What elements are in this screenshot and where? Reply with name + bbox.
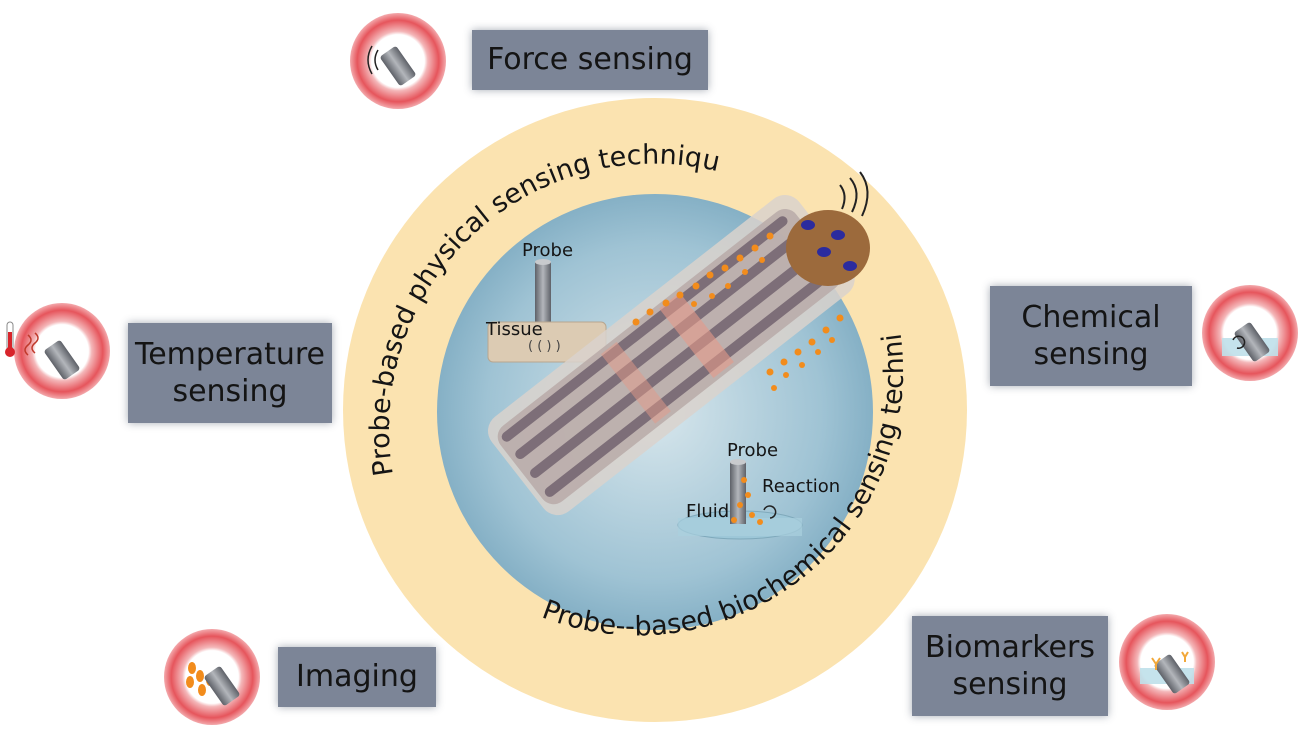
tip-hole [831, 230, 845, 240]
main-probe [488, 194, 855, 516]
tip-hole [843, 261, 857, 271]
antibody-probe-icon [1154, 654, 1190, 694]
physical-inset: Probe Tissue ( ( ) ) [485, 240, 607, 363]
svg-text:( ( ) ): ( ( ) ) [528, 339, 561, 354]
force-sensing-label: Force sensing [472, 30, 708, 90]
biomarkers-icon-circle [1119, 614, 1215, 710]
inset-probe-label: Probe [522, 240, 573, 261]
thermometer-probe-icon [5, 321, 15, 357]
biochemical-inset: Probe Reaction Fluid [677, 440, 840, 540]
particles-probe-icon [186, 662, 214, 696]
chemical-icon-circle [1202, 285, 1298, 381]
vibration-probe-icon [380, 46, 416, 86]
force-icon-circle [350, 13, 446, 109]
tip-vibration-icon [839, 171, 869, 217]
imaging-icon-circle [164, 629, 260, 725]
inset-reaction-label: Reaction [762, 476, 840, 497]
inset-probe-label-2: Probe [727, 440, 778, 461]
temperature-sensing-label: Temperature sensing [128, 323, 332, 423]
tip-hole [817, 247, 831, 257]
inset-fluid-label: Fluid [686, 501, 729, 522]
tip-hole [801, 220, 815, 230]
inset-tissue-label: Tissue [485, 319, 543, 340]
chemical-sensing-label: Chemical sensing [990, 286, 1192, 386]
fluid-probe-icon [1234, 322, 1270, 362]
temperature-icon-circle [5, 303, 110, 399]
imaging-label: Imaging [278, 647, 436, 707]
particle-cloud [632, 232, 844, 391]
biomarkers-sensing-label: Biomarkers sensing [912, 616, 1108, 716]
